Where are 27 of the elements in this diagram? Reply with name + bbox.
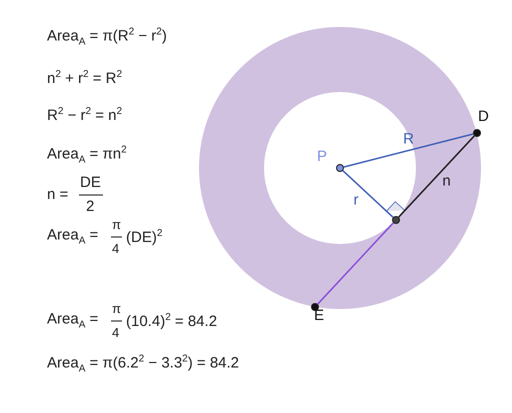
line-segment [344,133,474,168]
edge-label: n [442,172,451,189]
formula-text: π [112,218,121,232]
point-label: P [317,148,328,165]
formula-text: Area$_{A}$ = πn$^{2}$ [47,144,127,166]
formula-text: Area$_{A}$ = π(6.2$^{2}$ − 3.3$^{2}$) = 84.2 [47,354,240,374]
formula-text: Area$_{A}$ = [47,312,98,330]
formula-text: R$^{2}$ − r$^{2}$ = n$^{2}$ [47,106,122,124]
formula-text: n = [47,186,68,204]
point [392,216,400,224]
edge-label: R [403,130,414,147]
line-segment [398,135,475,218]
formula-text: Area$_{A}$ = [47,228,98,246]
formula-text: 4 [112,242,120,256]
line-segment [342,170,394,218]
formula-text: (10.4)$^{2}$ = 84.2 [126,312,218,330]
formula-text: Area$_{A}$ = π(R$^{2}$ − r$^{2}$) [47,26,167,48]
formula-text: 2 [86,198,94,216]
line-segment [317,222,394,305]
point-label: D [478,108,489,125]
formula-text: n$^{2}$ + r$^{2}$ = R$^{2}$ [47,68,122,88]
point-label: E [314,307,324,324]
formula-text: 4 [112,326,120,340]
formula-text: (DE)$^{2}$ [126,228,162,246]
formula-text: DE [80,174,101,192]
edge-label: r [354,192,358,208]
formula-text: π [112,302,121,316]
